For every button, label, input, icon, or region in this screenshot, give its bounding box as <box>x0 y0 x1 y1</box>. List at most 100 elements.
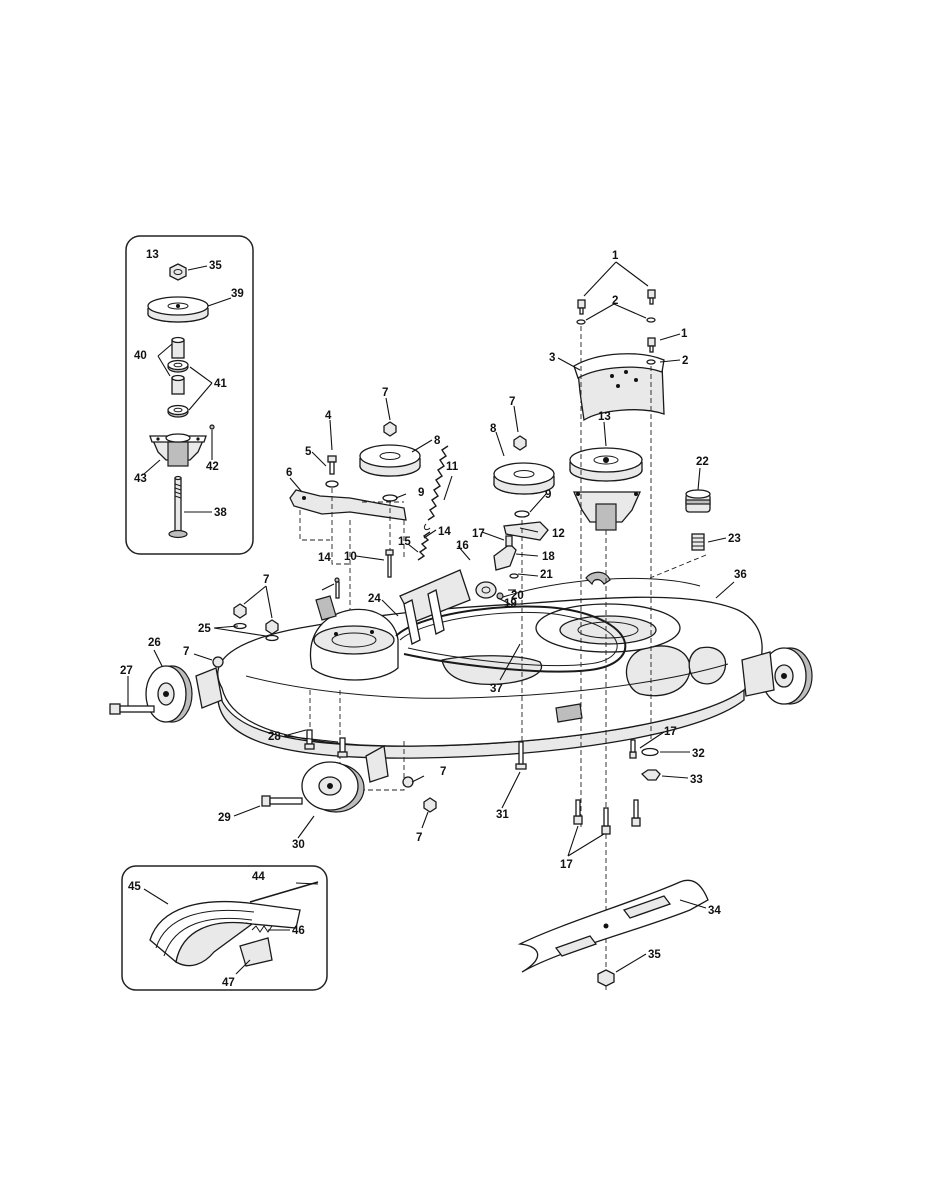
callout-46: 46 <box>292 925 305 937</box>
callout-28: 28 <box>268 731 281 743</box>
mulch-kit-inset <box>121 865 328 991</box>
mulch-chute-deflector <box>149 901 301 967</box>
callout-32: 32 <box>692 748 705 760</box>
spindle-washer <box>641 747 659 757</box>
inset-pulley <box>147 296 209 323</box>
idler-arm-bolt <box>327 455 337 475</box>
center-wheel-bracket <box>365 744 389 783</box>
idler-spring <box>423 445 449 531</box>
center-wheel-axle <box>261 795 303 807</box>
callout-21: 21 <box>540 569 553 581</box>
callout-1: 1 <box>681 328 688 340</box>
left-wheel-bracket <box>195 667 223 709</box>
callout-29: 29 <box>218 812 231 824</box>
callout-39: 39 <box>231 288 244 300</box>
callout-43: 43 <box>134 473 147 485</box>
callout-9: 9 <box>418 487 424 499</box>
callout-7: 7 <box>263 574 269 586</box>
callout-8: 8 <box>434 435 441 447</box>
rear-wheel-bracket <box>741 651 775 697</box>
deck-washer-right <box>265 634 279 642</box>
callout-22: 22 <box>696 456 709 468</box>
wheel-axle-bolt <box>109 703 155 715</box>
belt-keeper-bracket <box>493 543 517 571</box>
mulch-rod <box>249 881 319 903</box>
callout-18: 18 <box>542 551 555 563</box>
left-idler-pulley <box>359 444 421 477</box>
callout-14: 14 <box>438 526 451 538</box>
callout-2: 2 <box>612 295 618 307</box>
deck-anchor-pin <box>334 577 340 599</box>
callout-34: 34 <box>708 905 721 917</box>
shield-washer-right <box>646 317 656 323</box>
left-pulley-bolt <box>385 549 394 578</box>
callout-11: 11 <box>446 461 459 473</box>
inset-spindle-shaft <box>168 475 188 539</box>
belt-guide-bracket <box>503 521 549 541</box>
pivot-nut <box>496 592 504 600</box>
left-bracket-nut <box>212 656 224 668</box>
callout-47: 47 <box>222 977 235 989</box>
callout-24: 24 <box>368 593 381 605</box>
callout-7: 7 <box>509 396 515 408</box>
callout-5: 5 <box>305 446 312 458</box>
callout-37: 37 <box>490 683 503 695</box>
callout-8: 8 <box>490 423 497 435</box>
callout-44: 44 <box>252 871 265 883</box>
deck-bolt-right <box>631 799 641 827</box>
inset-grease-fitting <box>209 424 215 430</box>
idler-bracket <box>399 569 471 645</box>
deck-bolt-left <box>573 799 583 825</box>
idler-pivot-pulley <box>475 581 497 599</box>
idler-arm <box>289 489 407 521</box>
left-pulley-nut <box>383 421 397 437</box>
callout-17: 17 <box>664 726 677 738</box>
front-center-gauge-wheel <box>301 761 365 813</box>
inset-bushing-upper <box>171 336 185 359</box>
deck-bolt-center <box>601 807 611 835</box>
callout-leaders <box>127 261 735 973</box>
callout-20: 20 <box>511 590 524 602</box>
spindle-nut <box>640 769 661 781</box>
shield-bolt-rear <box>647 337 656 353</box>
small-spring <box>417 531 431 561</box>
callout-2: 2 <box>682 355 688 367</box>
callout-9: 9 <box>545 489 551 501</box>
shield-bolt-left <box>577 299 586 315</box>
center-bracket-nut-lower <box>423 797 437 813</box>
callout-23: 23 <box>728 533 741 545</box>
front-left-gauge-wheel <box>145 665 193 723</box>
callout-14: 14 <box>318 552 331 564</box>
keeper-washer <box>509 573 519 579</box>
inset-bearing-upper <box>167 359 189 373</box>
callout-38: 38 <box>214 507 227 519</box>
callout-7: 7 <box>382 387 388 399</box>
callout-35: 35 <box>209 260 222 272</box>
deck-nut-right <box>265 619 279 635</box>
deck-nut-left <box>233 603 247 619</box>
callout-16: 16 <box>456 540 469 552</box>
shield-washer-left <box>576 319 586 325</box>
wash-port-adapter <box>691 533 705 551</box>
callout-13: 13 <box>146 249 159 261</box>
callout-31: 31 <box>496 809 509 821</box>
callout-labels: 1 1 2 2 3 4 5 6 7 7 7 7 7 7 8 8 9 9 10 1… <box>120 249 747 989</box>
center-pulley-nut <box>513 435 527 451</box>
spindle-assembly-inset <box>125 235 254 555</box>
callout-42: 42 <box>206 461 219 473</box>
callout-30: 30 <box>292 839 305 851</box>
shield-bolt-right <box>647 289 656 305</box>
callout-4: 4 <box>325 410 332 422</box>
callout-7: 7 <box>416 832 422 844</box>
callout-17: 17 <box>560 859 573 871</box>
carriage-bolt <box>515 741 527 770</box>
callout-33: 33 <box>690 774 703 786</box>
belt-shield <box>573 353 665 422</box>
cutting-blade <box>517 879 709 973</box>
callout-26: 26 <box>148 637 161 649</box>
callout-19: 19 <box>504 598 517 610</box>
deck-stud-right <box>337 737 348 758</box>
callout-17: 17 <box>472 528 485 540</box>
inset-bushing-lower <box>171 374 185 395</box>
